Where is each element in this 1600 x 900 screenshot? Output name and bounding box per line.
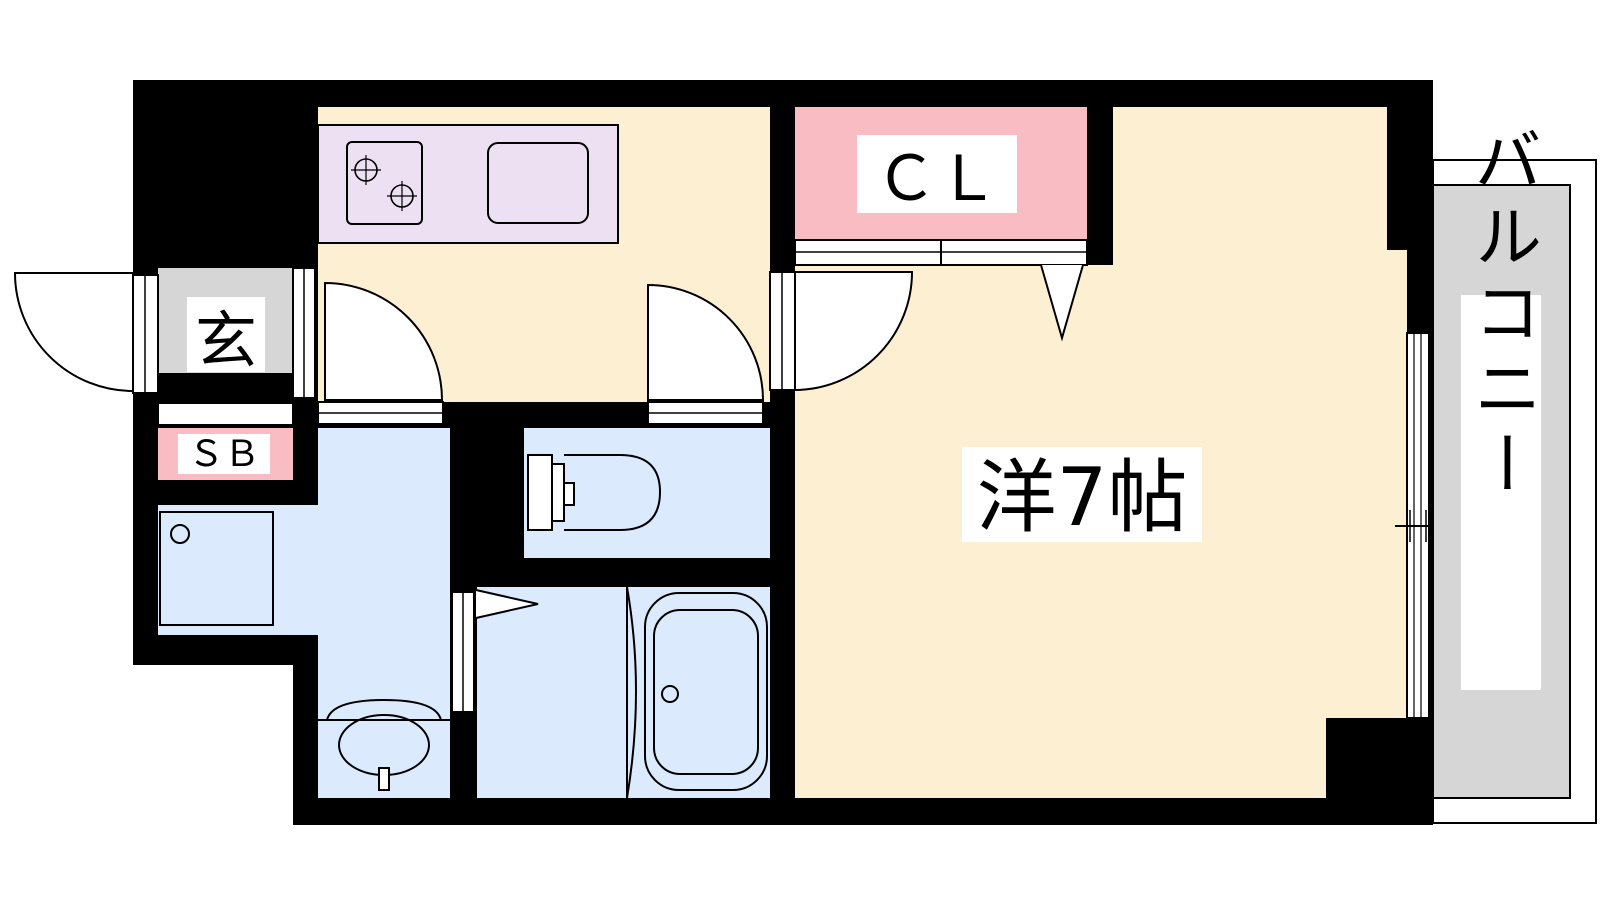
balcony-label-bg [1461,295,1541,690]
closet-door[interactable] [1040,264,1084,342]
washing-machine-pan-icon [159,511,274,626]
shoe-box-frame [157,402,294,426]
exterior-cutout [133,665,293,845]
shoe-box-label: ＳＢ [188,434,260,475]
washroom-door[interactable] [324,281,444,401]
western-room-label: 洋7帖 [977,451,1188,544]
closet-label: ＣＬ [875,142,999,215]
kitchen-sink-icon [487,142,589,224]
western-room-label-bg [962,447,1202,542]
entrance-label-bg [187,297,265,372]
closet-label-bg [857,135,1017,213]
toilet-door[interactable] [647,283,765,401]
shoe-box-label-bg [178,434,270,474]
exterior-cutout-bottom [293,825,1443,900]
stove-icon [346,141,423,225]
entrance-door[interactable] [13,272,134,393]
washbasin-icon [318,698,450,791]
entrance-label: 玄 [195,304,257,377]
washroom-floor [318,428,450,798]
bathroom-floor [477,587,770,798]
wall-notch [1387,107,1407,250]
bathtub-icon [626,586,768,799]
toilet-icon [527,454,662,531]
balcony-label: バルコニー [1462,125,1541,505]
bathroom-door[interactable] [475,589,539,619]
room-door[interactable] [794,271,914,392]
wall-pillar [1326,718,1407,798]
